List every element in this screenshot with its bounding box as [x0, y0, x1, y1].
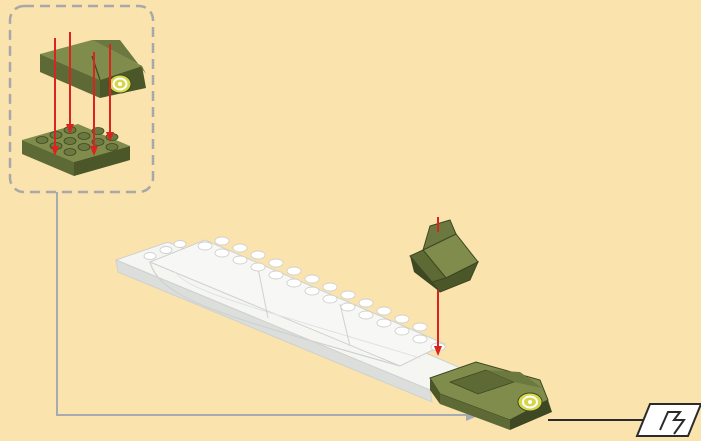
page-turn-icon[interactable]	[637, 404, 701, 436]
slope-brick-cheese	[410, 220, 478, 292]
nose-roundel-icon	[518, 393, 542, 411]
sub-plate-brick	[22, 124, 130, 176]
sub-roundel-icon	[109, 75, 131, 93]
